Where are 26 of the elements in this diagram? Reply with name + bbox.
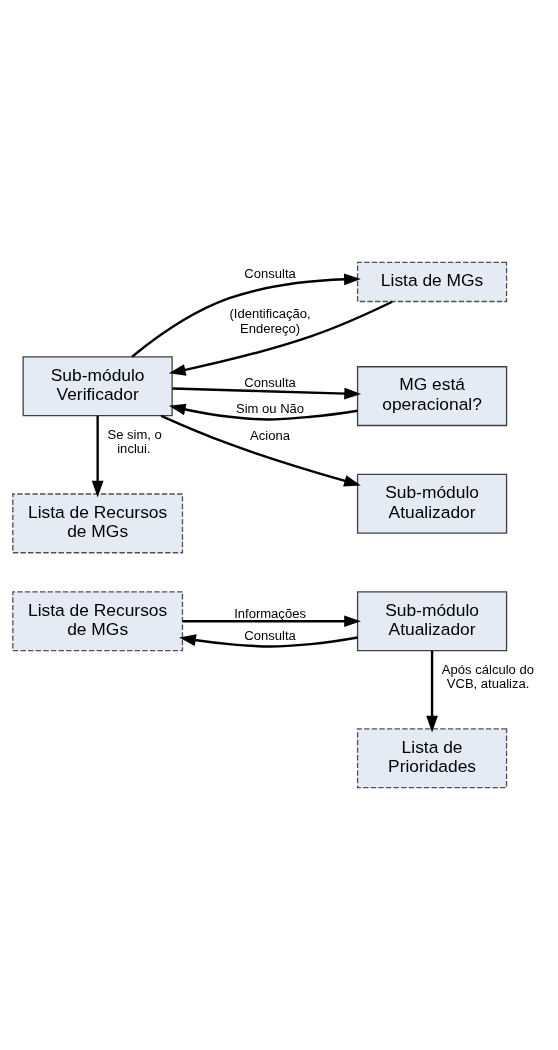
arrow <box>91 415 104 498</box>
node-box: Lista de Recursos de MGs <box>12 591 184 652</box>
arrow <box>168 300 393 376</box>
edge-label: (Identificação, Endereço) <box>229 306 311 336</box>
edge-label: Informações <box>234 605 306 621</box>
edge-label: Se sim, o inclui. <box>107 427 162 457</box>
node-box: MG está operacional? <box>356 366 508 427</box>
node-box: Lista de Recursos de MGs <box>12 493 184 554</box>
edge-label: Aciona <box>250 428 290 444</box>
node-box: Sub-módulo Atualizador <box>356 591 508 652</box>
node-box: Sub-módulo Verificador <box>22 356 173 417</box>
node-box: Sub-módulo Atualizador <box>356 473 508 534</box>
edge-label: Consulta <box>244 374 296 390</box>
edge-label: Sim ou Não <box>235 401 305 417</box>
arrow <box>172 387 362 400</box>
edge-label: Consulta <box>244 628 296 644</box>
node-box: Lista de MGs <box>356 261 508 303</box>
arrow <box>182 615 361 628</box>
edge-label: Consulta <box>244 266 296 282</box>
node-box: Lista de Prioridades <box>356 728 508 789</box>
arrow <box>160 414 361 487</box>
edge-label: Após cálculo do VCB, atualiza. <box>441 662 534 692</box>
arrow <box>426 650 438 733</box>
arrow <box>179 634 358 648</box>
arrow <box>131 273 361 358</box>
arrow <box>168 403 358 421</box>
